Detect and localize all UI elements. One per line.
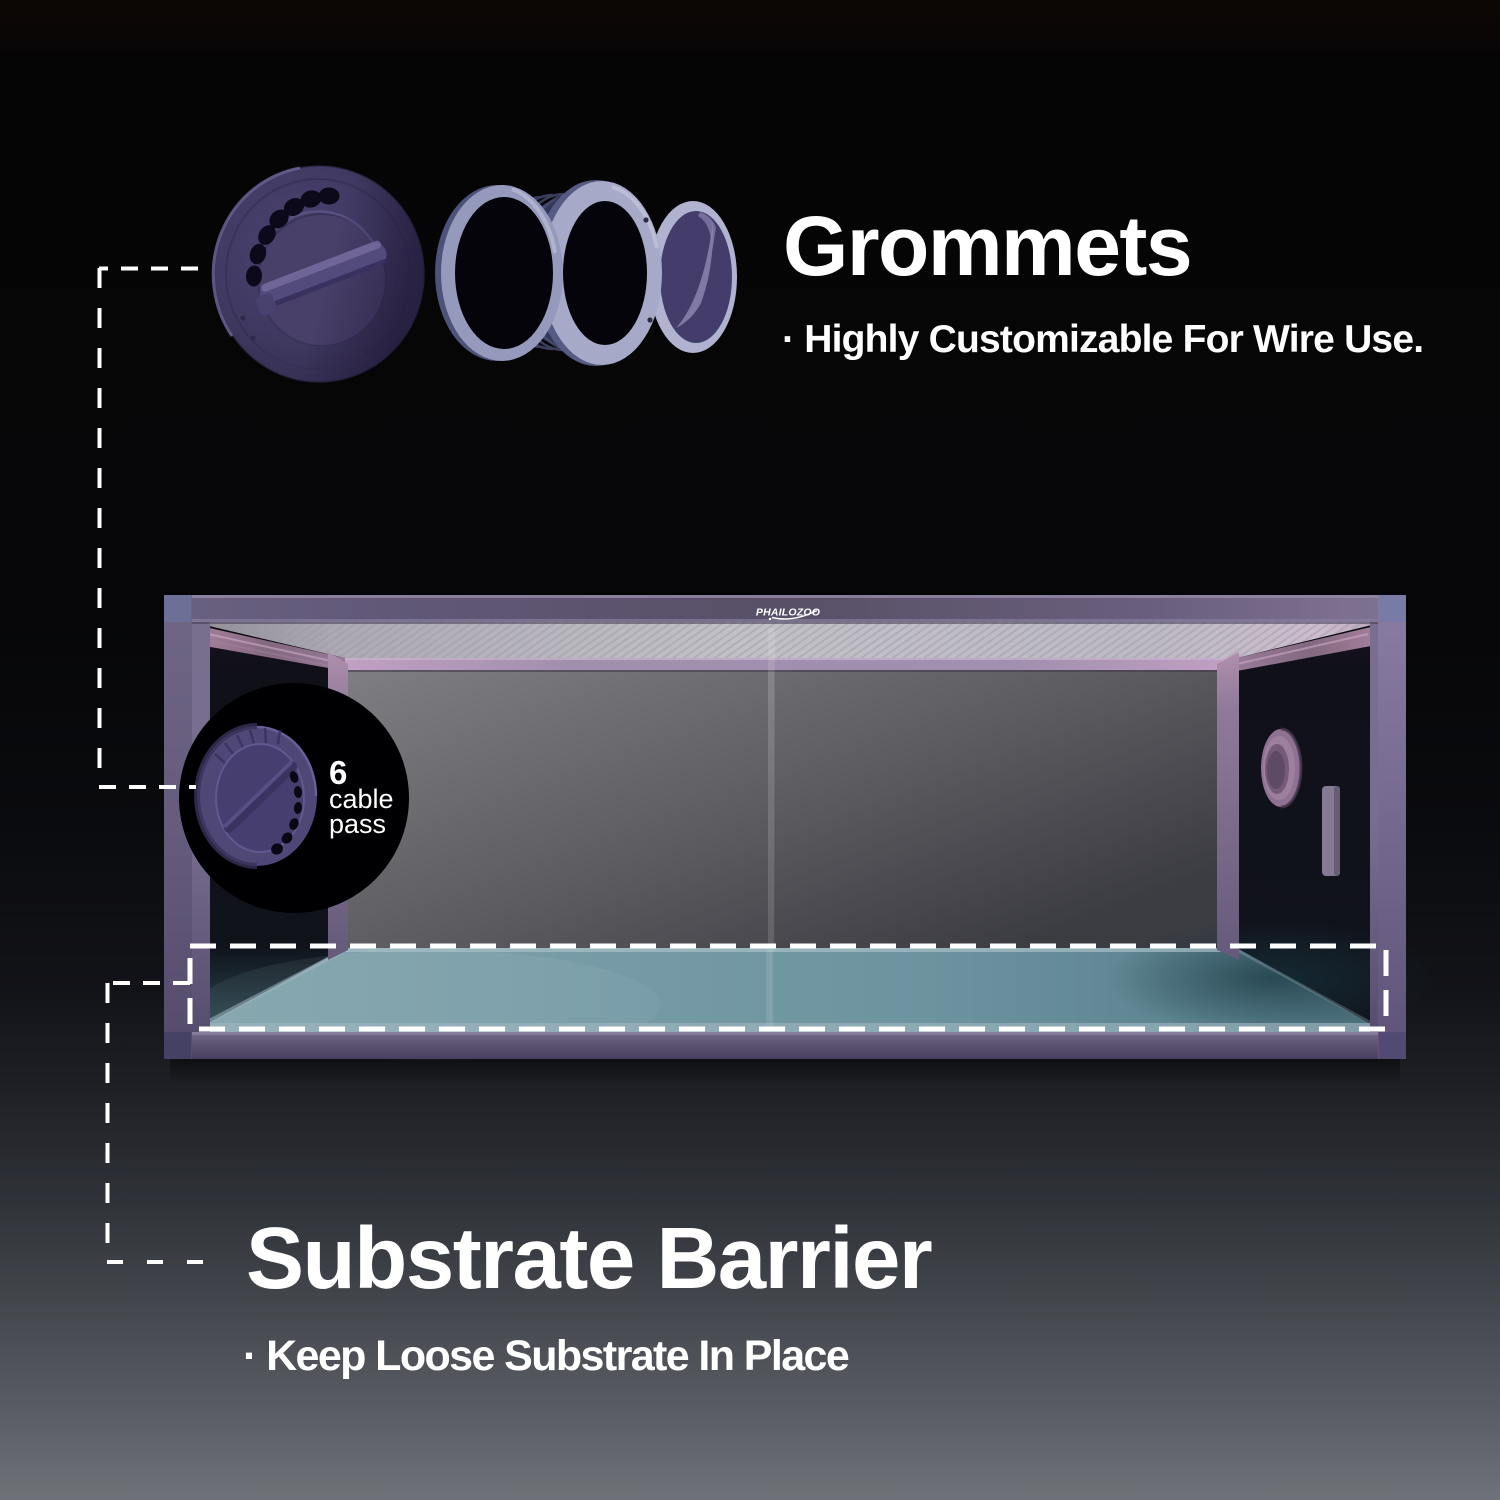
svg-text:PHAILOZOO: PHAILOZOO — [756, 607, 820, 619]
svg-text:6: 6 — [329, 754, 347, 791]
svg-text:cable: cable — [329, 784, 394, 814]
svg-text:pass: pass — [329, 809, 386, 839]
